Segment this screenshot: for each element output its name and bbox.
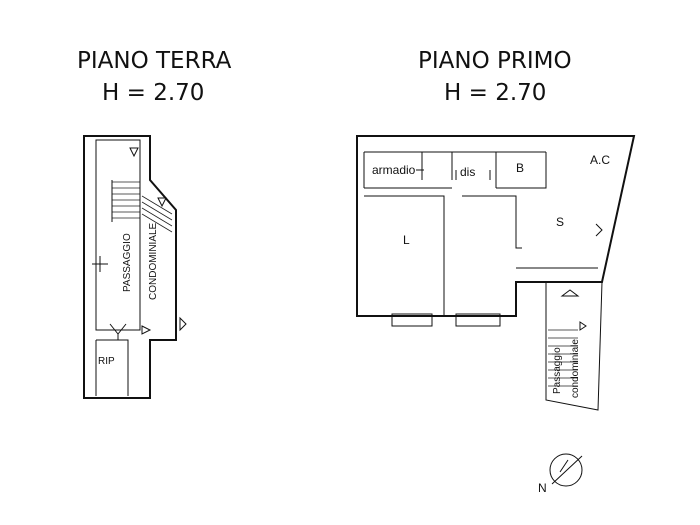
- stairs-triangle-marker: [157, 197, 167, 208]
- ground-passage-label-2: CONDOMINIALE: [148, 222, 159, 300]
- arrow-right-marker: [141, 325, 152, 335]
- first-floor-passage: Passaggio condominiale: [545, 281, 603, 411]
- stairs: [111, 180, 173, 233]
- passage-small-marker: [579, 321, 587, 331]
- ground-floor-outline: [83, 135, 177, 399]
- right-triangle-marker: [179, 316, 187, 332]
- first-floor-outline: [356, 135, 636, 317]
- north-arrow-pointer: [551, 455, 583, 485]
- room-label-armadio: armadio: [372, 163, 416, 177]
- storage-label: RIP: [98, 356, 115, 367]
- ground-door-mark: [92, 256, 108, 272]
- first-passage-label-2: condominiale: [570, 339, 581, 398]
- entrance-y-marker: [109, 323, 127, 340]
- room-label-s: S: [556, 215, 564, 229]
- storage-room: [95, 339, 129, 396]
- first-floor-height: H = 2.70: [444, 80, 546, 106]
- north-label: N: [538, 481, 547, 495]
- door-marks: [416, 169, 491, 180]
- room-label-b: B: [516, 161, 524, 175]
- first-floor-plan: armadio dis B A.C S L Passaggio condomin…: [356, 135, 636, 411]
- first-floor-title: PIANO PRIMO: [418, 48, 572, 74]
- upper-partition: [363, 151, 546, 189]
- ground-floor-plan: RIP PASSAGGIO CONDOMINIALE: [83, 135, 187, 399]
- first-passage-label-1: Passaggio: [552, 347, 563, 394]
- ground-passage-label-1: PASSAGGIO: [122, 233, 133, 292]
- bedroom-living-walls: [364, 195, 522, 316]
- room-label-ac: A.C: [590, 153, 610, 167]
- wardrobe-bath-partitions: [421, 152, 547, 189]
- bedroom-window: [391, 313, 433, 327]
- passage-inner-wall: [95, 139, 141, 331]
- north-arrow: N: [538, 453, 583, 495]
- passage-triangle-marker: [560, 289, 580, 297]
- ground-floor-title: PIANO TERRA: [77, 48, 232, 74]
- north-arrow-circle: [549, 453, 583, 487]
- side-marker: [595, 223, 603, 237]
- ground-floor-height: H = 2.70: [102, 80, 204, 106]
- room-label-dis: dis: [460, 165, 475, 179]
- room-label-l: L: [403, 233, 410, 247]
- top-triangle-marker: [129, 147, 139, 158]
- hall-window: [455, 313, 501, 327]
